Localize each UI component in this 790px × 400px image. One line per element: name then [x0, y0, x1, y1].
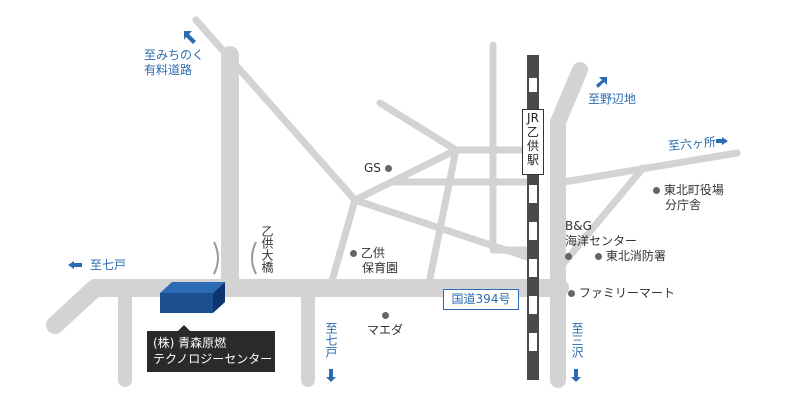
road-diagonal-nw [192, 16, 359, 204]
destination-michinoku: 至みちのく 有料道路 [144, 48, 205, 77]
poi-dot-icon [350, 250, 357, 257]
arrows [68, 31, 728, 382]
destination-misawa: 至三沢 [570, 322, 584, 358]
arrow-down-icon-east [571, 369, 581, 382]
destination-shichinohe-west: 至七戸 [90, 258, 127, 272]
target-building-icon [160, 282, 225, 313]
road-east-rokkasho [554, 149, 741, 187]
road-east-diag [554, 164, 647, 274]
bridge-brackets [213, 241, 257, 275]
poi-dot-icon [653, 187, 660, 194]
road-center-4 [326, 196, 359, 292]
railway-jr [527, 55, 539, 380]
poi-dot-icon [568, 290, 575, 297]
landmark-familymart: ファミリーマート [568, 286, 675, 301]
arrow-up-right-icon [596, 77, 607, 88]
road-center-3 [424, 146, 460, 292]
landmark-gs: GS [364, 161, 392, 176]
poi-dot-icon [565, 253, 572, 260]
road-center-1 [376, 99, 460, 154]
landmark-nursery: 乙供 保育園 [350, 246, 398, 276]
route-394-sign: 国道394号 [443, 289, 519, 310]
landmark-fire-station: 東北消防署 [595, 249, 666, 264]
destination-nohe: 至野辺地 [588, 92, 637, 106]
landmark-maeda: マエダ [367, 308, 403, 338]
destination-shichinohe-south: 至七戸 [324, 322, 338, 358]
road-route-394 [46, 279, 569, 334]
station-label: JR乙供駅 [522, 109, 544, 175]
landmark-bg-center: B&G 海洋センター [565, 219, 637, 264]
target-callout: (株) 青森原燃 テクノロジーセンター [147, 331, 275, 372]
arrow-up-left-icon [184, 31, 196, 44]
arrow-right-icon [716, 137, 728, 145]
poi-dot-icon [595, 253, 602, 260]
bridge-label: 乙供大橋 [260, 225, 274, 273]
landmark-town-office: 東北町役場 分庁舎 [653, 183, 724, 213]
roads [46, 16, 741, 388]
callout-pointer [178, 325, 190, 331]
poi-dot-icon [384, 165, 392, 172]
road-east-main [550, 62, 588, 388]
road-center-7 [489, 41, 534, 254]
arrow-down-icon-west [326, 369, 336, 382]
poi-dot-icon [381, 312, 389, 319]
arrow-left-icon [68, 261, 82, 269]
